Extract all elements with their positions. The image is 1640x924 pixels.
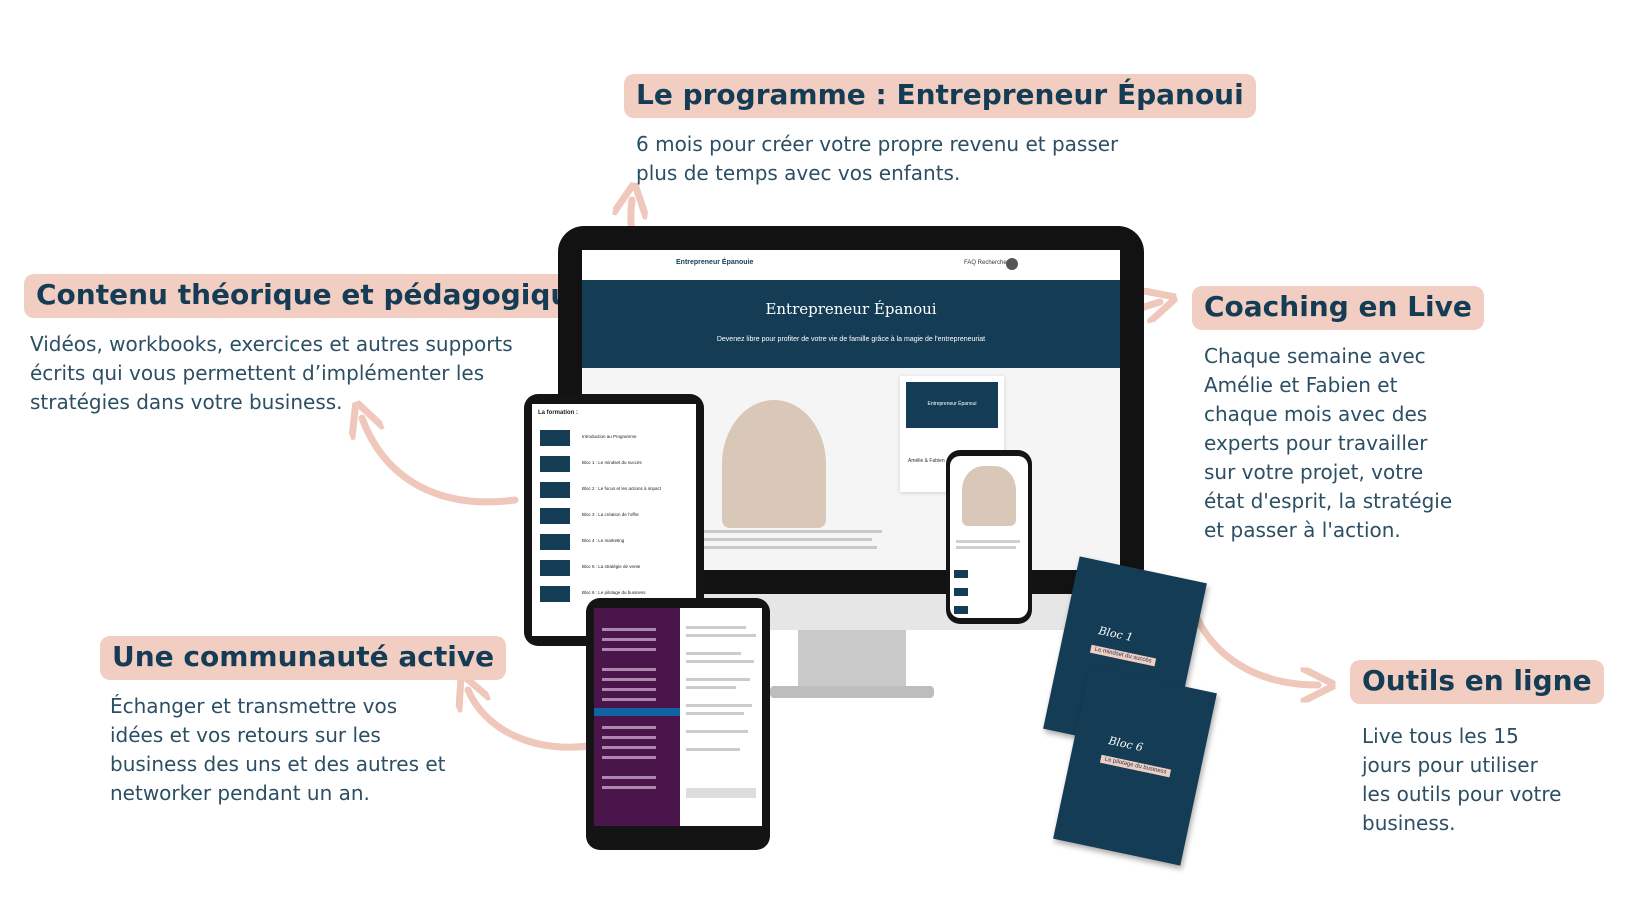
card-thumb-text: Entrepreneur Épanoui — [927, 401, 977, 407]
chat-messages — [680, 608, 762, 826]
contenu-body: Vidéos, workbooks, exercices et autres s… — [30, 332, 513, 414]
site-hero-title: Entrepreneur Épanoui — [765, 300, 937, 318]
text-line — [702, 546, 877, 549]
workbook-ribbon: Le pilotage du business — [1099, 754, 1172, 778]
channel-item[interactable] — [602, 726, 656, 729]
channel-item[interactable] — [602, 638, 656, 641]
contenu-title: Contenu théorique et pédagogique — [24, 274, 602, 318]
list-item-label: Bloc 4 : Le marketing — [582, 538, 625, 543]
site-brand[interactable]: Entrepreneur Épanouie — [676, 259, 754, 266]
text-line — [956, 540, 1020, 543]
founders-photo — [722, 400, 826, 528]
phone — [946, 450, 1032, 624]
channel-item[interactable] — [602, 628, 656, 631]
channel-item[interactable] — [602, 668, 656, 671]
video-thumbnail[interactable] — [954, 570, 968, 578]
message-line — [686, 678, 750, 681]
text-line — [956, 546, 1016, 549]
avatar[interactable] — [1006, 258, 1018, 270]
card-name: Amélie & Fabien — [908, 458, 945, 464]
list-item-label: Bloc 2 : Le focus et les actions à impac… — [582, 486, 662, 491]
message-line — [686, 730, 748, 733]
video-thumbnail — [540, 456, 570, 472]
channel-item[interactable] — [602, 698, 656, 701]
site-nav: Entrepreneur Épanouie FAQ Rechercher — [582, 250, 1120, 280]
list-item-label: Bloc 1 : Le mindset du succès — [582, 460, 642, 465]
monitor-base — [770, 686, 934, 698]
message-line — [686, 652, 741, 655]
tablet-community — [586, 598, 770, 850]
list-item-label: Introduction au Programme — [582, 434, 637, 439]
message-line — [686, 660, 754, 663]
arrow-contenu-icon — [362, 418, 519, 506]
video-thumbnail — [540, 586, 570, 602]
monitor-neck — [798, 630, 906, 690]
message-line — [686, 634, 756, 637]
tablet-formation-screen: La formation : Introduction au Programme… — [532, 404, 696, 636]
video-thumbnail[interactable] — [954, 588, 968, 596]
message-line — [686, 686, 736, 689]
channel-item[interactable] — [602, 736, 656, 739]
site-nav-links[interactable]: FAQ Rechercher — [964, 260, 1009, 266]
message-input[interactable] — [686, 788, 756, 798]
video-thumbnail — [540, 508, 570, 524]
channel-item[interactable] — [602, 746, 656, 749]
programme-body: 6 mois pour créer votre propre revenu et… — [636, 132, 1119, 185]
workbook-ribbon: Le mindset du succès — [1089, 644, 1157, 667]
video-thumbnail — [540, 482, 570, 498]
message-line — [686, 626, 746, 629]
text-line — [702, 538, 872, 541]
list-item-label: Bloc 6 : Le pilotage du business — [582, 590, 646, 595]
channel-item[interactable] — [602, 756, 656, 759]
channel-item[interactable] — [602, 786, 656, 789]
founders-photo-small — [962, 466, 1016, 526]
card-thumbnail: Entrepreneur Épanoui — [906, 382, 998, 428]
communaute-body: Échanger et transmettre vos idées et vos… — [110, 694, 446, 805]
arrow-outils-icon — [1184, 586, 1318, 685]
channel-item-active[interactable] — [594, 708, 680, 716]
chat-sidebar — [594, 608, 680, 826]
site-hero-subtitle: Devenez libre pour profiter de votre vie… — [716, 336, 986, 343]
channel-item[interactable] — [602, 678, 656, 681]
programme-title: Le programme : Entrepreneur Épanoui — [624, 74, 1256, 118]
channel-item[interactable] — [602, 688, 656, 691]
workbook-bloc-label: Bloc 6 — [1107, 734, 1145, 755]
coaching-title: Coaching en Live — [1192, 286, 1484, 330]
outils-body: Live tous les 15 jours pour utiliser les… — [1362, 724, 1562, 835]
message-line — [686, 748, 740, 751]
formation-title: La formation : — [538, 410, 578, 416]
text-line — [702, 530, 882, 533]
workbook-bloc-label: Bloc 1 — [1097, 624, 1135, 645]
channel-item[interactable] — [602, 776, 656, 779]
arrow-communaute-icon — [468, 690, 599, 751]
video-thumbnail — [540, 560, 570, 576]
channel-item[interactable] — [602, 648, 656, 651]
message-line — [686, 704, 752, 707]
communaute-title: Une communauté active — [100, 636, 507, 680]
site-hero: Entrepreneur Épanoui Devenez libre pour … — [582, 280, 1120, 368]
coaching-body: Chaque semaine avec Amélie et Fabien et … — [1204, 344, 1453, 542]
phone-screen — [950, 456, 1028, 618]
video-thumbnail — [540, 534, 570, 550]
video-thumbnail[interactable] — [954, 606, 968, 614]
list-item-label: Bloc 3 : La création de l'offre — [582, 512, 639, 517]
message-line — [686, 712, 744, 715]
tablet-community-screen — [594, 608, 762, 826]
video-thumbnail — [540, 430, 570, 446]
list-item-label: Bloc 5 : La stratégie de vente — [582, 564, 641, 569]
outils-title: Outils en ligne — [1350, 660, 1604, 704]
